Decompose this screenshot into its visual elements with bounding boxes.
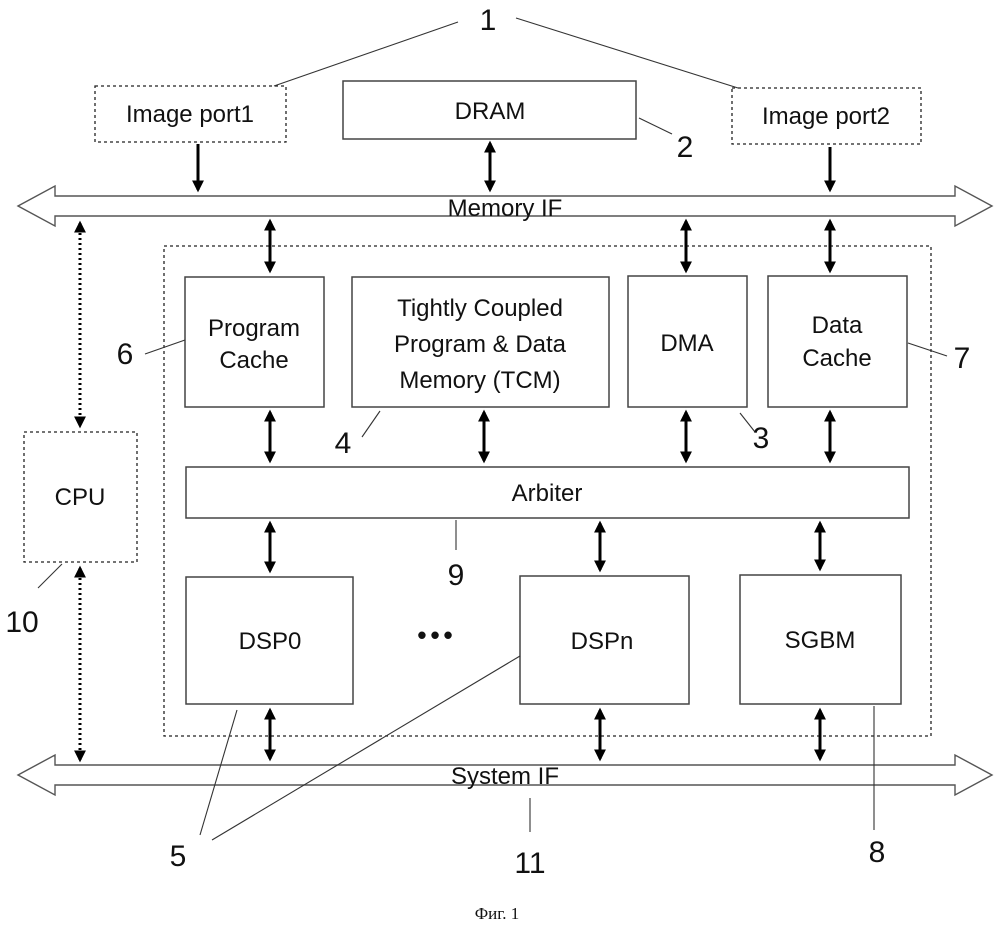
dma-block: DMA (628, 276, 747, 407)
ref-number-5: 5 (170, 840, 187, 873)
dram-block: DRAM (343, 81, 636, 139)
data-cache-block: Data Cache (768, 276, 907, 407)
dspn-block: DSPn (520, 576, 689, 704)
ref-number-7: 7 (954, 342, 971, 375)
dsp-ellipsis: ••• (417, 620, 456, 650)
ref-number-6: 6 (117, 338, 134, 371)
dspn-label: DSPn (571, 628, 634, 655)
arbiter-label: Arbiter (512, 480, 583, 507)
program-cache-label-line1: Program (208, 315, 300, 342)
memory-if-label: Memory IF (448, 195, 563, 222)
tcm-label-line2: Program & Data (394, 331, 567, 358)
sgbm-label: SGBM (785, 627, 856, 654)
ref-number-10: 10 (5, 606, 38, 639)
cpu-label: CPU (55, 484, 106, 511)
ref-number-9: 9 (448, 559, 465, 592)
image-port1-label: Image port1 (126, 101, 254, 128)
data-cache-label-line2: Cache (802, 345, 871, 372)
ref-number-3: 3 (753, 422, 770, 455)
cpu-block: CPU (24, 432, 137, 562)
sgbm-block: SGBM (740, 575, 901, 704)
dsp0-block: DSP0 (186, 577, 353, 704)
tcm-label-line3: Memory (TCM) (399, 367, 560, 394)
ref-number-4: 4 (335, 427, 352, 460)
arbiter-block: Arbiter (186, 467, 909, 518)
ref-number-8: 8 (869, 836, 886, 869)
ref-number-2: 2 (677, 131, 694, 164)
system-if-label: System IF (451, 763, 559, 790)
data-cache-label-line1: Data (812, 312, 863, 339)
tcm-label-line1: Tightly Coupled (397, 295, 563, 322)
figure-caption: Фиг. 1 (475, 904, 520, 923)
dram-label: DRAM (455, 98, 526, 125)
dsp0-label: DSP0 (239, 628, 302, 655)
image-port2-block: Image port2 (732, 88, 921, 144)
system-if-bus: System IF (18, 755, 992, 795)
program-cache-label-line2: Cache (219, 347, 288, 374)
ref-number-1: 1 (480, 4, 497, 37)
ref-number-11: 11 (514, 847, 545, 880)
tcm-block: Tightly Coupled Program & Data Memory (T… (352, 277, 609, 407)
memory-if-bus: Memory IF (18, 186, 992, 226)
program-cache-block: Program Cache (185, 277, 324, 407)
image-port2-label: Image port2 (762, 103, 890, 130)
dma-label: DMA (660, 330, 713, 357)
image-port1-block: Image port1 (95, 86, 286, 142)
